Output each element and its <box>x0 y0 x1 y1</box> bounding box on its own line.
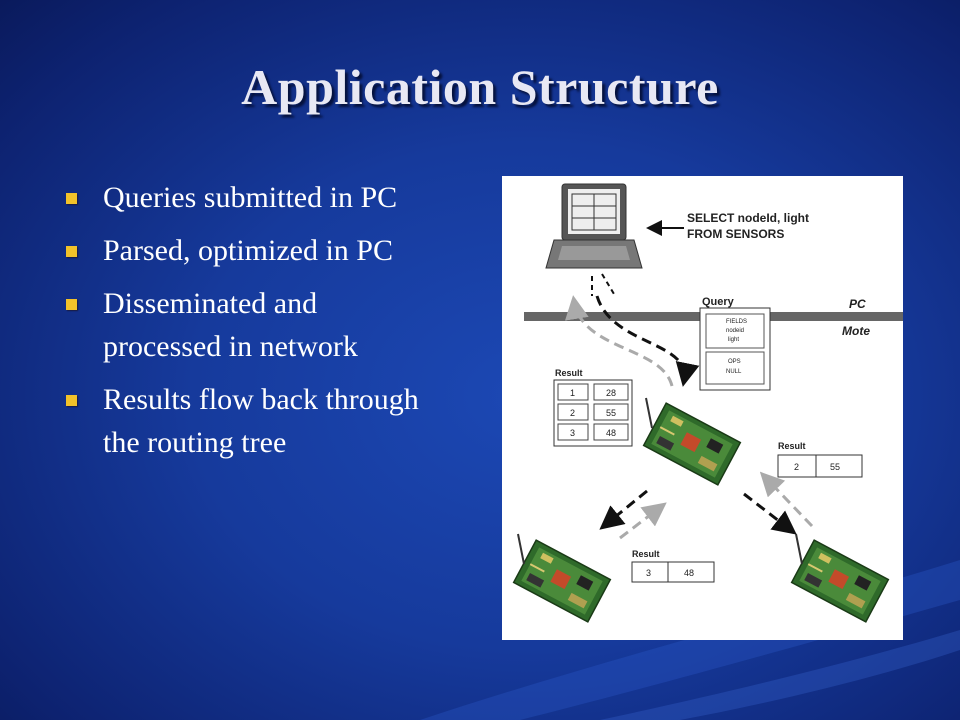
query-op: OPS <box>728 359 741 365</box>
result-cell: 2 <box>794 462 799 472</box>
bullet-list: Queries submitted in PC Parsed, optimize… <box>66 176 436 474</box>
result-label: Result <box>555 368 583 378</box>
bullet-item: Parsed, optimized in PC <box>66 229 436 272</box>
result-cell: 55 <box>830 462 840 472</box>
sensor-mote-icon <box>642 402 742 486</box>
result-label: Result <box>632 549 660 559</box>
sql-query-line: FROM SENSORS <box>687 227 784 241</box>
result-cell: 48 <box>684 568 694 578</box>
result-cell: 1 <box>570 388 575 398</box>
result-cell: 3 <box>646 568 651 578</box>
result-table-right <box>777 454 863 478</box>
bullet-item: Queries submitted in PC <box>66 176 436 219</box>
slide-title: Application Structure <box>241 59 719 115</box>
bullet-square-icon <box>66 193 77 204</box>
query-field: light <box>728 337 739 343</box>
query-box-label: Query <box>702 296 735 308</box>
result-table-bottom <box>631 561 715 583</box>
bullet-item: Results flow back through the routing tr… <box>66 378 436 464</box>
query-field: nodeid <box>726 328 744 334</box>
result-cell: 28 <box>606 388 616 398</box>
query-op: NULL <box>726 369 742 375</box>
bullet-square-icon <box>66 246 77 257</box>
bullet-square-icon <box>66 395 77 406</box>
bullet-text: Parsed, optimized in PC <box>103 234 393 267</box>
result-cell: 55 <box>606 408 616 418</box>
query-field: FIELDS <box>726 319 747 325</box>
result-table-main <box>553 379 633 447</box>
sensor-mote-icon <box>790 539 890 623</box>
bullet-item: Disseminated and processed in network <box>66 282 436 368</box>
laptop-icon <box>545 183 643 269</box>
bullet-text: Queries submitted in PC <box>103 181 398 214</box>
sql-query-line: SELECT nodeId, light <box>687 211 809 225</box>
result-cell: 2 <box>570 408 575 418</box>
result-cell: 3 <box>570 428 575 438</box>
result-cell: 48 <box>606 428 616 438</box>
query-box <box>699 307 771 391</box>
mote-label: Mote <box>842 324 870 338</box>
architecture-diagram: SELECT nodeId, light FROM SENSORS PC Mot… <box>502 176 903 640</box>
bullet-text: Disseminated and processed in network <box>103 287 358 363</box>
bullet-square-icon <box>66 299 77 310</box>
bullet-text: Results flow back through the routing tr… <box>103 383 419 459</box>
result-label: Result <box>778 441 806 451</box>
sensor-mote-icon <box>512 539 612 623</box>
pc-label: PC <box>849 297 866 311</box>
